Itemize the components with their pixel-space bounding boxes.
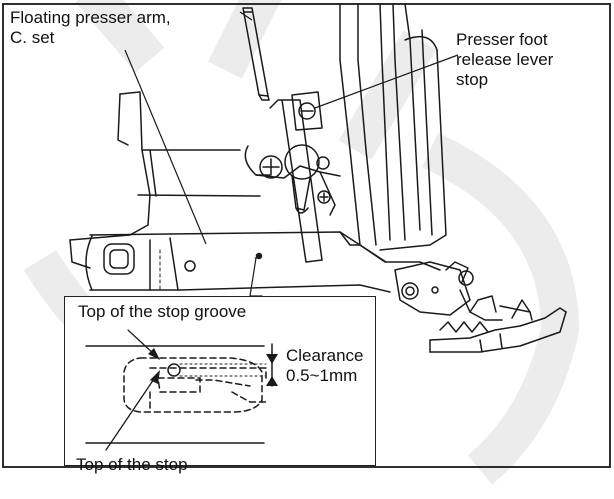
label-clearance-line2: 0.5~1mm bbox=[286, 366, 358, 385]
clearance-arrow-down bbox=[266, 354, 278, 364]
stop-pin bbox=[167, 363, 181, 377]
label-release-lever-stop-line1: Presser foot bbox=[456, 30, 548, 49]
machine-casing bbox=[339, 3, 447, 263]
label-clearance: Clearance 0.5~1mm bbox=[286, 346, 364, 386]
clearance-dimension bbox=[179, 343, 273, 387]
label-release-lever-stop-line3: stop bbox=[456, 70, 489, 89]
presser-foot bbox=[429, 295, 567, 353]
pivot-screw-left bbox=[259, 155, 283, 179]
label-release-lever-stop: Presser foot release lever stop bbox=[456, 30, 553, 90]
label-top-of-stop: Top of the stop bbox=[76, 455, 188, 474]
stop-groove-outline bbox=[123, 357, 267, 413]
label-top-of-stop-groove: Top of the stop groove bbox=[78, 302, 247, 321]
pivot-screw-center bbox=[284, 144, 320, 214]
release-lever-stop bbox=[291, 91, 323, 131]
leader-lines bbox=[124, 11, 459, 245]
label-floating-presser-arm-line1: Floating presser arm, bbox=[10, 8, 171, 27]
groove-arrowhead bbox=[148, 348, 160, 360]
presser-foot-linkage bbox=[394, 261, 503, 321]
clearance-arrow-up bbox=[266, 376, 278, 386]
stop-arrowhead bbox=[150, 370, 160, 384]
pivot-screw-small bbox=[316, 156, 331, 204]
label-floating-presser-arm-line2: C. set bbox=[10, 28, 55, 47]
label-release-lever-stop-line2: release lever bbox=[456, 50, 554, 69]
presser-bar bbox=[242, 7, 270, 101]
label-floating-presser-arm: Floating presser arm, C. set bbox=[10, 8, 171, 48]
label-clearance-line1: Clearance bbox=[286, 346, 364, 365]
diagram-frame bbox=[2, 3, 611, 468]
machine-body-left bbox=[69, 91, 261, 269]
stop-leader bbox=[105, 375, 157, 451]
